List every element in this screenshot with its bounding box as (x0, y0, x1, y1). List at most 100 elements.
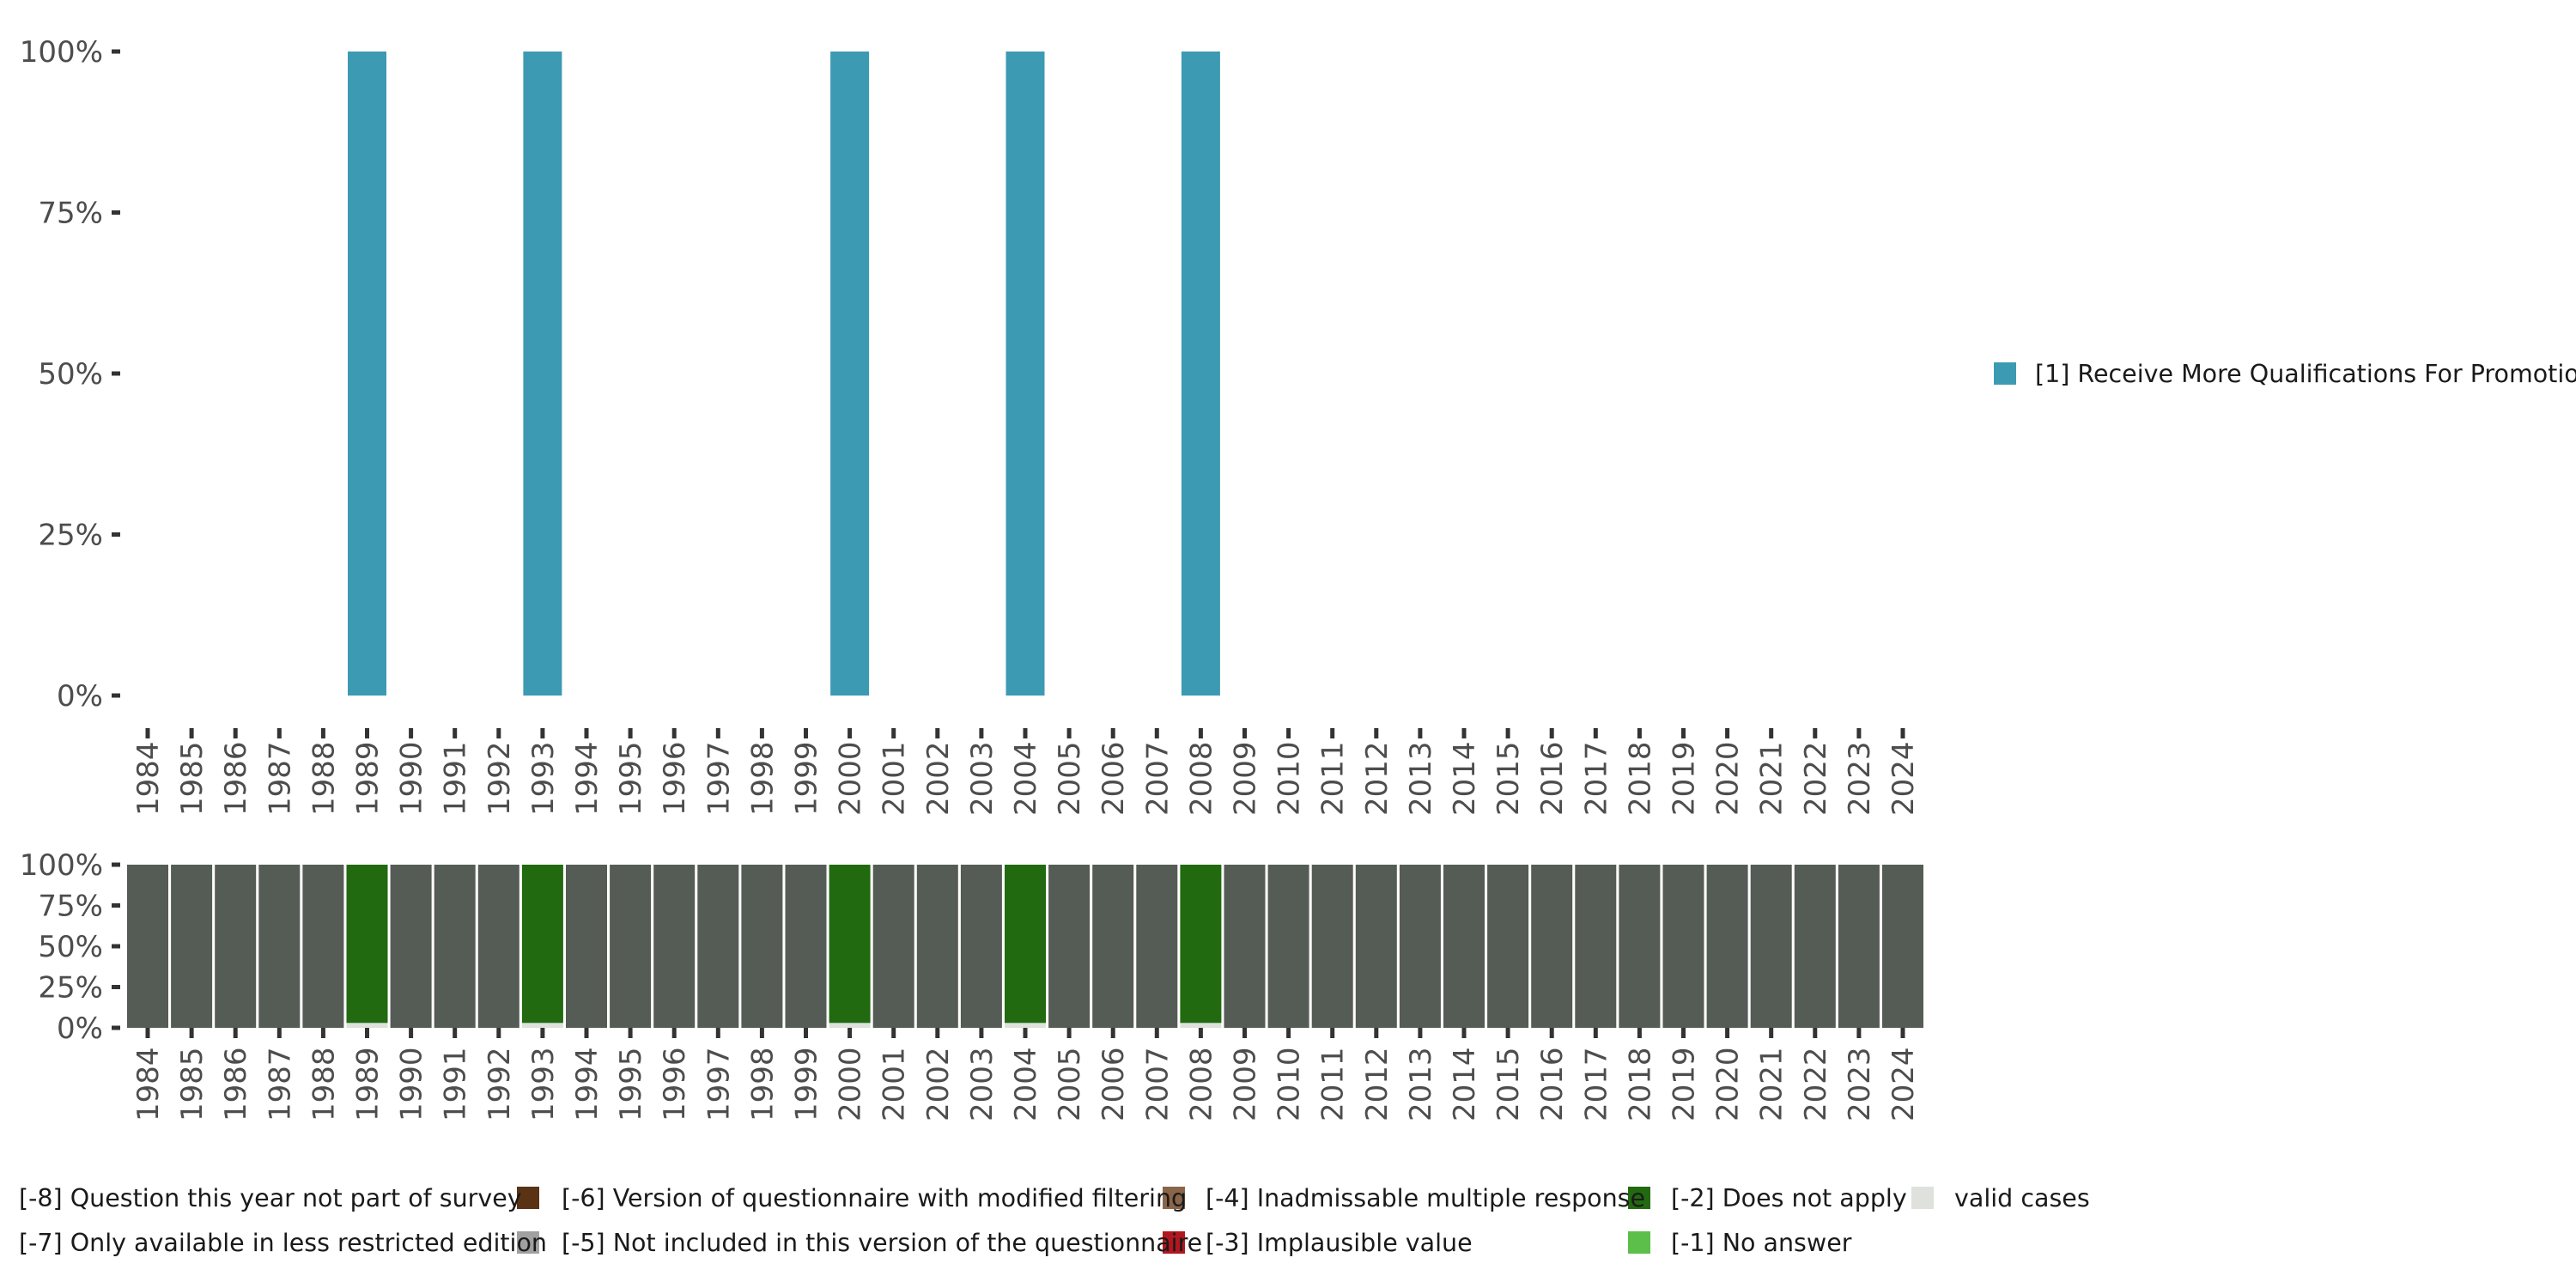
x-tick-label: 2005 (1053, 741, 1087, 816)
x-tick-label: 1992 (483, 741, 517, 816)
x-tick-label: 2015 (1492, 1047, 1526, 1121)
legend-swatch (1163, 1231, 1185, 1254)
x-tick-label: 1999 (790, 741, 824, 816)
stacked-bar-segment (1005, 865, 1046, 1024)
x-tick-label: 2021 (1755, 1047, 1789, 1121)
x-tick-label: 2002 (921, 1047, 956, 1121)
x-tick-label: 2019 (1668, 741, 1702, 816)
stacked-bar-segment (566, 865, 607, 1028)
stacked-bar-segment (127, 865, 168, 1028)
stacked-bar-segment (434, 865, 476, 1028)
stacked-bar-segment (1092, 865, 1134, 1028)
stacked-bar-segment (1311, 865, 1353, 1028)
legend-swatch (517, 1231, 539, 1254)
x-tick-label: 2001 (878, 1047, 912, 1121)
stacked-bar-segment (1180, 1023, 1222, 1028)
stacked-bar-segment (829, 1023, 871, 1028)
x-tick-label: 1987 (263, 1047, 297, 1121)
x-tick-label: 2011 (1316, 1047, 1351, 1121)
x-tick-label: 1988 (307, 1047, 341, 1121)
stacked-bar-segment (610, 865, 652, 1028)
stacked-bar-segment (1399, 865, 1441, 1028)
x-tick-label: 2009 (1229, 741, 1263, 816)
stacked-bar-segment (390, 865, 432, 1028)
stacked-bar-segment (346, 1023, 388, 1028)
x-tick-label: 2010 (1273, 741, 1307, 816)
x-tick-label: 2021 (1755, 741, 1789, 816)
x-tick-label: 1997 (702, 1047, 736, 1121)
y-tick-label: 50% (38, 930, 103, 964)
stacked-bar-segment (960, 865, 1002, 1028)
legend-label: [-7] Only available in less restricted e… (19, 1229, 547, 1257)
x-tick-label: 2012 (1360, 1047, 1394, 1121)
x-tick-label: 2024 (1886, 741, 1921, 816)
legend-label: [-5] Not included in this version of the… (562, 1229, 1202, 1257)
x-tick-label: 2018 (1623, 741, 1657, 816)
stacked-bar-segment (521, 865, 563, 1024)
stacked-bar-segment (653, 865, 696, 1028)
x-tick-label: 2002 (921, 741, 956, 816)
legend-label: [-8] Question this year not part of surv… (19, 1184, 522, 1212)
legend-label: [-6] Version of questionnaire with modif… (562, 1184, 1187, 1212)
y-tick-label: 0% (57, 1012, 103, 1046)
stacked-bar-segment (829, 865, 871, 1024)
stacked-bar-segment (1005, 1023, 1046, 1028)
x-tick-label: 2023 (1843, 1047, 1877, 1121)
x-tick-label: 1992 (483, 1047, 517, 1121)
x-tick-label: 1991 (439, 741, 473, 816)
stacked-bar-segment (1838, 865, 1880, 1028)
stacked-bar-segment (1355, 865, 1397, 1028)
stacked-bar-segment (1662, 865, 1704, 1028)
x-tick-label: 1984 (131, 1047, 166, 1121)
stacked-bar-segment (1443, 865, 1485, 1028)
x-tick-label: 1995 (614, 741, 648, 816)
x-tick-label: 2008 (1184, 1047, 1218, 1121)
x-tick-label: 2015 (1492, 741, 1526, 816)
x-tick-label: 2010 (1273, 1047, 1307, 1121)
x-tick-label: 1995 (614, 1047, 648, 1121)
x-tick-label: 1994 (570, 1047, 605, 1121)
stacked-bar-segment (346, 865, 388, 1024)
bar (523, 52, 562, 696)
x-tick-label: 1993 (526, 1047, 561, 1121)
bar (1181, 52, 1220, 696)
stacked-bar-segment (741, 865, 783, 1028)
stacked-bar-segment (1750, 865, 1792, 1028)
y-tick-label: 75% (38, 197, 103, 231)
bar (830, 52, 870, 696)
x-tick-label: 1987 (263, 741, 297, 816)
x-tick-label: 1998 (745, 1047, 780, 1121)
x-tick-label: 2022 (1799, 741, 1833, 816)
bar (348, 52, 386, 696)
stacked-bar-segment (785, 865, 827, 1028)
x-tick-label: 2006 (1097, 1047, 1131, 1121)
stacked-bar-segment (258, 865, 301, 1028)
stacked-bar-segment (1531, 865, 1573, 1028)
stacked-bar-segment (1224, 865, 1266, 1028)
stacked-bar-segment (1794, 865, 1836, 1028)
x-tick-label: 2000 (834, 741, 868, 816)
x-tick-label: 1996 (658, 1047, 692, 1121)
stacked-bar-segment (872, 865, 914, 1028)
x-tick-label: 2003 (965, 1047, 999, 1121)
y-tick-label: 100% (20, 35, 103, 70)
bar (1005, 52, 1045, 696)
x-tick-label: 2001 (878, 741, 912, 816)
x-tick-label: 1988 (307, 741, 341, 816)
x-tick-label: 1999 (790, 1047, 824, 1121)
y-tick-label: 0% (57, 679, 103, 714)
x-tick-label: 2016 (1535, 1047, 1570, 1121)
x-tick-label: 2009 (1229, 1047, 1263, 1121)
x-tick-label: 2004 (1009, 741, 1043, 816)
legend-label: [-3] Implausible value (1206, 1229, 1473, 1257)
x-tick-label: 2007 (1140, 1047, 1175, 1121)
legend-label: valid cases (1954, 1184, 2090, 1212)
legend-swatch (517, 1187, 539, 1209)
x-tick-label: 2019 (1668, 1047, 1702, 1121)
stacked-bar-segment (1575, 865, 1617, 1028)
stacked-bar-segment (1706, 865, 1748, 1028)
y-tick-label: 75% (38, 890, 103, 924)
x-tick-label: 2013 (1404, 741, 1438, 816)
stacked-bar-segment (1048, 865, 1091, 1028)
x-tick-label: 2020 (1711, 741, 1746, 816)
